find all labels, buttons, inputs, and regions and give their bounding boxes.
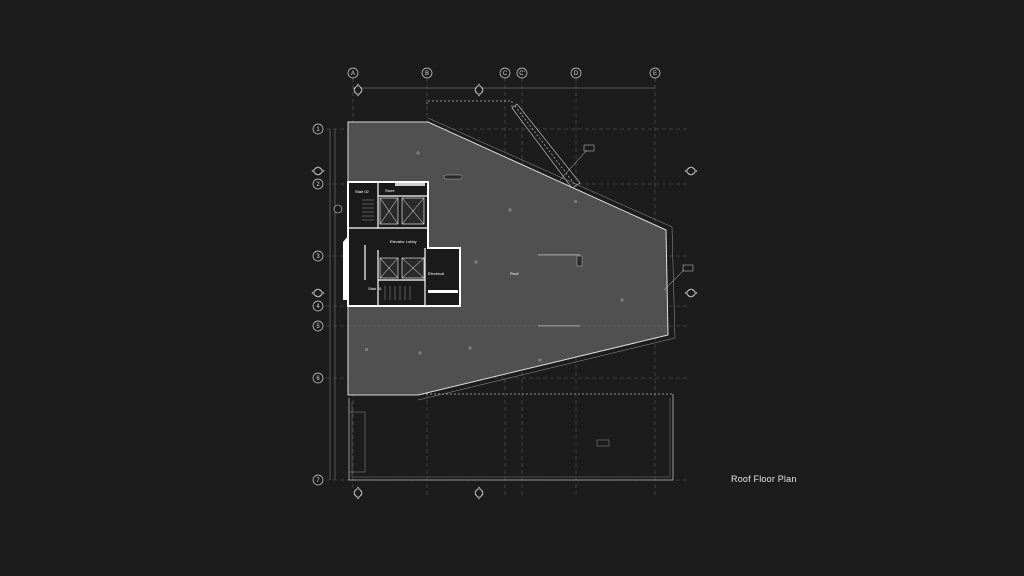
column-label: C — [503, 71, 508, 77]
lower-terrace-edge — [348, 394, 674, 481]
column-bubble-A — [347, 67, 359, 79]
row-label: 6 — [316, 376, 320, 382]
core-outline — [347, 181, 461, 307]
canopy-dashed-edge — [426, 100, 513, 108]
dimension-strings — [329, 87, 655, 480]
row-label: 4 — [316, 304, 320, 310]
leader-callouts — [559, 144, 694, 291]
column-labels: A B C C' D E — [351, 71, 657, 77]
roof-drain — [508, 208, 512, 212]
column-label: D — [574, 71, 579, 77]
roof-drain — [620, 298, 624, 302]
roof-skylight-strip — [538, 254, 580, 256]
row-label: 7 — [316, 478, 320, 484]
section-marker-bottom-left — [353, 486, 363, 500]
callout-tag — [682, 264, 694, 272]
roof-drain — [418, 351, 422, 355]
section-marker-top-middle — [474, 83, 484, 97]
core-wall-blade — [343, 235, 349, 300]
shaft-cross — [379, 197, 399, 225]
roof-hatch — [443, 174, 463, 180]
drawing-title: Roof Floor Plan — [731, 474, 797, 484]
lower-terrace-inner-edge — [351, 398, 671, 478]
top-canopy-outline — [426, 100, 581, 189]
row-bubble-1 — [312, 123, 324, 135]
column-label: A — [351, 71, 355, 77]
section-marker-top-left — [353, 83, 363, 97]
column-bubble-C — [499, 67, 511, 79]
angled-canopy-fin — [511, 103, 581, 189]
room-label-store: Store — [385, 188, 395, 193]
column-bubbles — [347, 67, 661, 79]
row-bubbles — [312, 123, 324, 486]
column-bubble-E — [649, 67, 661, 79]
lower-planter — [348, 411, 366, 473]
room-label-roof: Roof — [510, 271, 519, 276]
section-marker-right-upper — [684, 166, 698, 176]
section-marker-right-lower — [684, 288, 698, 298]
roof-drain — [474, 260, 478, 264]
building-core: Stair 02 Store Elevator Lobby Electrical… — [343, 181, 519, 307]
row-bubble-3 — [312, 250, 324, 262]
roof-drain — [468, 346, 472, 350]
row-bubble-2 — [312, 178, 324, 190]
roof-drain — [538, 358, 542, 362]
roof-drain — [416, 151, 420, 155]
column-bubble-C-prime — [516, 67, 528, 79]
section-marker-left-mid — [333, 204, 343, 214]
column-label: E — [653, 71, 657, 77]
roof-vent — [365, 348, 368, 351]
row-labels: 1 2 3 4 5 6 7 — [316, 127, 320, 484]
callout-tag — [583, 144, 595, 152]
room-label-electrical: Electrical — [428, 271, 444, 276]
electrical-door-sill — [428, 290, 458, 293]
callout-leader — [663, 269, 685, 291]
row-label: 5 — [316, 324, 320, 330]
room-label-stair-02: Stair 02 — [355, 189, 370, 194]
section-marker-left-upper — [311, 166, 325, 176]
section-markers — [311, 83, 698, 500]
row-label: 1 — [316, 127, 320, 133]
shaft-cross — [401, 197, 425, 225]
roof-drain-box — [596, 439, 610, 447]
row-label: 3 — [316, 254, 320, 260]
shaft-cross — [401, 257, 425, 279]
row-label: 2 — [316, 182, 320, 188]
roof-edge-offset — [417, 117, 676, 401]
column-bubble-B — [421, 67, 433, 79]
room-label-stair-01: Stair 01 — [368, 286, 383, 291]
row-bubble-5 — [312, 320, 324, 332]
section-marker-left-lower — [311, 288, 325, 298]
column-bubble-D — [570, 67, 582, 79]
store-sill — [395, 183, 425, 186]
row-bubble-7 — [312, 474, 324, 486]
room-label-elevator-lobby: Elevator Lobby — [390, 239, 417, 244]
lower-terrace-outline — [348, 393, 674, 481]
roof-hatch — [576, 255, 583, 267]
shaft-cross — [379, 257, 399, 279]
row-bubble-6 — [312, 372, 324, 384]
canopy-fin-centerline — [514, 105, 577, 187]
section-marker-bottom-middle — [474, 486, 484, 500]
column-label: B — [425, 71, 429, 77]
row-bubble-4 — [312, 300, 324, 312]
roof-vent — [574, 200, 577, 203]
callout-leader — [559, 149, 588, 181]
column-label: C' — [519, 71, 524, 77]
